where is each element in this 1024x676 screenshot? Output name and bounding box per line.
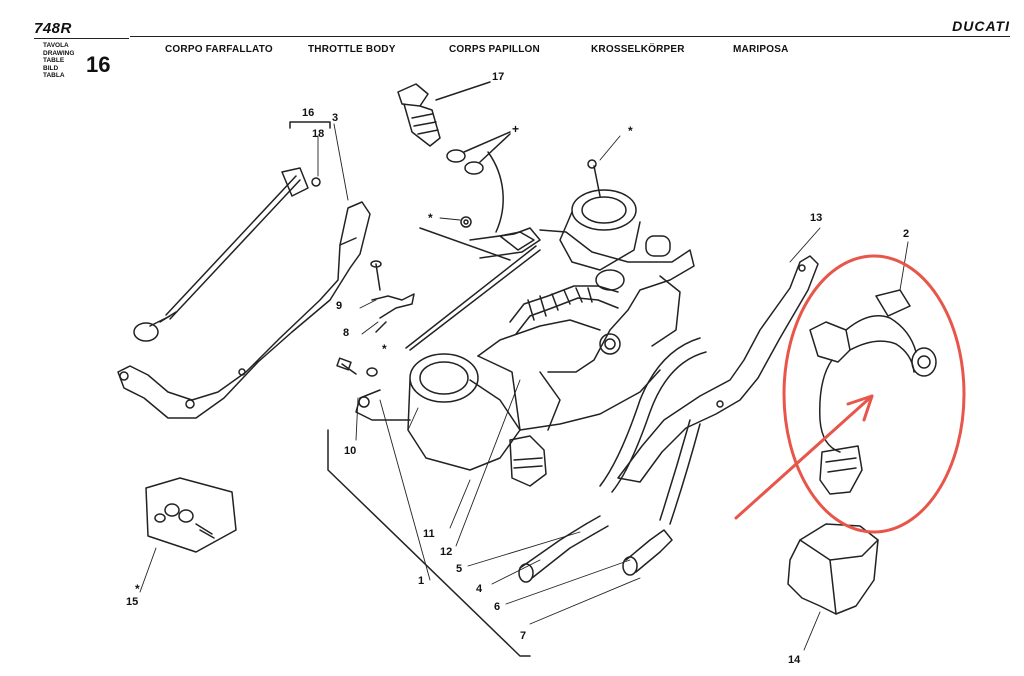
callout-14: 14 (788, 654, 801, 666)
plus-marker: + (512, 122, 520, 136)
header-rule (130, 36, 1010, 37)
table-label-de: BILD (43, 64, 59, 72)
callout-8: 8 (343, 327, 350, 339)
highlight-ellipse (782, 254, 966, 534)
asterisk-10: * (382, 342, 387, 356)
callout-10: 10 (344, 445, 357, 457)
brand-logo: DUCATI (952, 18, 1010, 34)
asterisk-15: * (135, 582, 140, 596)
callout-16: 16 (302, 107, 315, 119)
callout-12: 12 (440, 546, 453, 558)
part-1-bracket-line (327, 429, 531, 657)
part-3-lever-bracket (117, 201, 371, 419)
callout-2: 2 (903, 228, 910, 240)
title-italian: CORPO FARFALLATO (165, 44, 273, 55)
throttle-shaft-rod-edge (405, 245, 537, 349)
title-spanish: MARIPOSA (733, 44, 789, 55)
callout-13: 13 (810, 212, 823, 224)
hose-arc-line (487, 151, 504, 233)
table-label-en2: TABLE (43, 57, 65, 64)
asterisk-oring: * (428, 211, 433, 225)
callout-3: 3 (332, 112, 339, 124)
throttle-shaft-rod (409, 249, 541, 351)
part-8-9-bracket-screw (370, 260, 415, 333)
part-16-linkage-rod (133, 167, 321, 342)
part-14-cover (787, 523, 879, 615)
highlight-arrow-head (846, 394, 874, 422)
asterisk-top: * (628, 124, 633, 138)
vent-hose-c (659, 419, 691, 521)
callout-11: 11 (423, 528, 435, 540)
part-1-throttle-body (355, 159, 695, 487)
title-english: THROTTLE BODY (308, 44, 396, 55)
table-number: 16 (86, 52, 111, 77)
callout-17: 17 (492, 71, 505, 83)
part-17-injector (397, 81, 511, 175)
callout-6: 6 (494, 601, 501, 613)
callout-5: 5 (456, 563, 463, 575)
callout-15: 15 (126, 596, 139, 608)
part-4-5-hose (518, 515, 609, 583)
part-2-wiring-harness (809, 289, 937, 495)
vent-hose-d (669, 423, 701, 525)
title-french: CORPS PAPILLON (449, 44, 540, 55)
callout-18: 18 (312, 128, 325, 140)
callout-9: 9 (336, 300, 343, 312)
part-13-long-bracket (617, 255, 819, 483)
vent-hose-b (611, 351, 707, 493)
part-10-screw (336, 357, 378, 377)
red-annotation (734, 254, 966, 534)
callout-7: 7 (520, 630, 527, 642)
table-label-it: TAVOLA (43, 42, 69, 49)
model-underline (34, 38, 129, 39)
callout-4: 4 (476, 583, 483, 595)
model-label: 748R (34, 20, 72, 37)
part-15-gasket-kit (145, 477, 237, 553)
title-german: KROSSELKÖRPER (591, 44, 685, 55)
vent-hose-a (599, 337, 701, 487)
table-label-en1: DRAWING (43, 49, 75, 57)
table-label-block: TAVOLA DRAWING TABLE BILD TABLA (43, 42, 74, 80)
part-6-7-hose (622, 529, 673, 576)
part-16-brace (289, 121, 331, 129)
table-label-es: TABLA (43, 72, 65, 79)
callout-1: 1 (418, 575, 425, 587)
highlight-arrow-shaft (734, 394, 874, 520)
